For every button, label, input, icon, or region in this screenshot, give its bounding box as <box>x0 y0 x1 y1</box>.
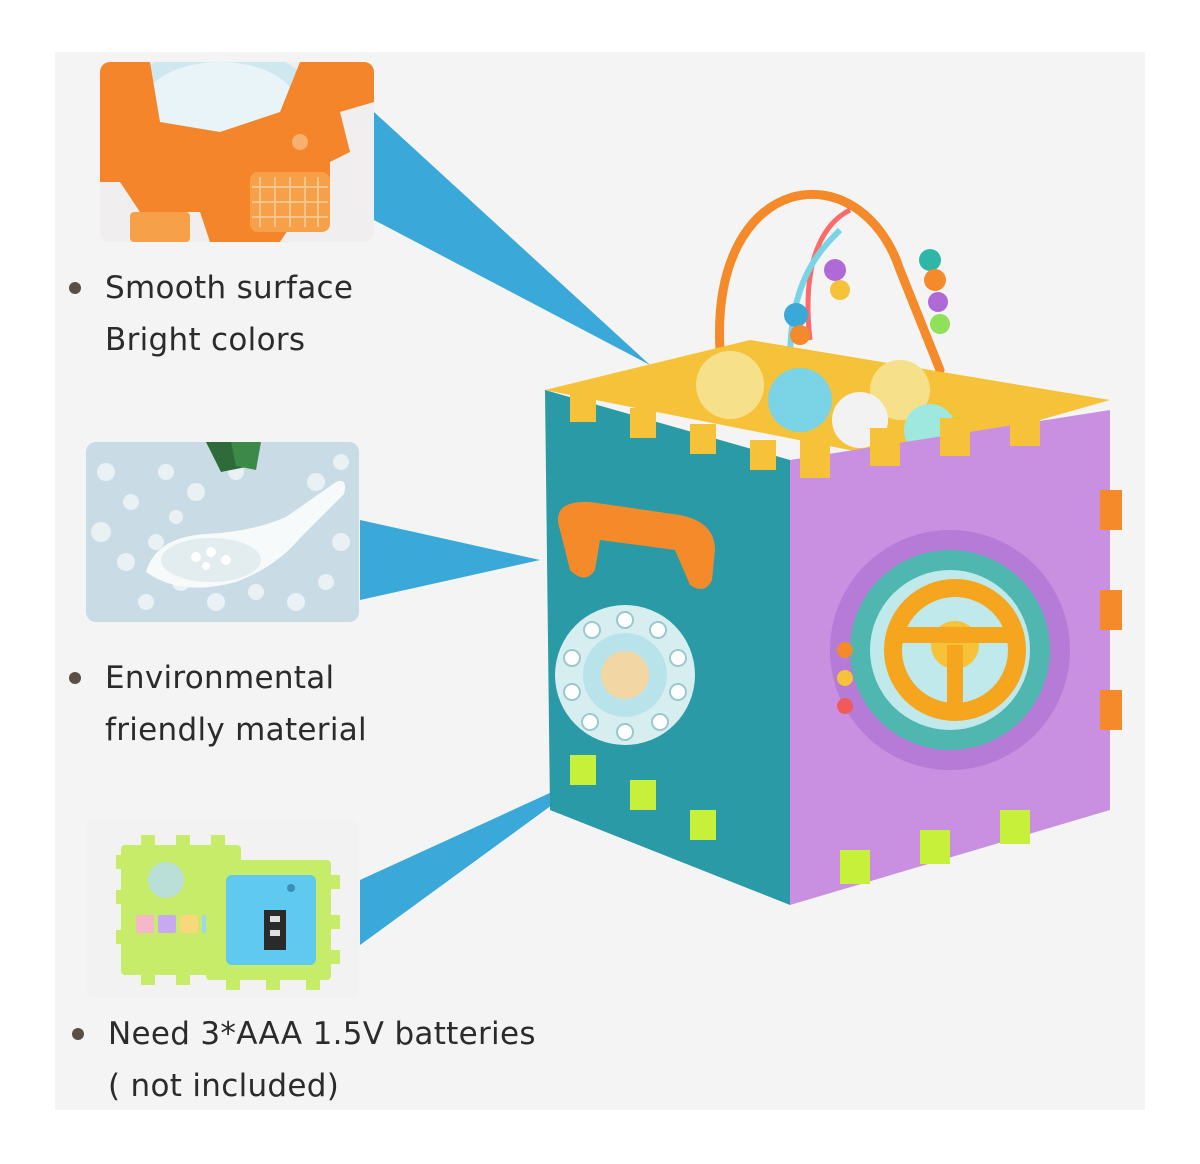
thumbnail-smooth-surface <box>100 62 374 242</box>
feature-smooth-surface: Smooth surface Bright colors <box>69 262 354 366</box>
ray-top <box>374 112 650 365</box>
ray-middle <box>360 520 540 600</box>
feature-material: Environmental friendly material <box>69 652 367 756</box>
thumbnail-material <box>86 442 359 622</box>
ray-bottom <box>360 770 600 945</box>
feature-line: Environmental <box>105 660 335 696</box>
activity-cube-image <box>545 189 1122 905</box>
bullet-icon <box>72 1028 84 1040</box>
feature-line: Bright colors <box>105 322 306 358</box>
bullet-icon <box>69 672 81 684</box>
feature-line: Smooth surface <box>105 270 354 306</box>
feature-batteries: Need 3*AAA 1.5V batteries ( not included… <box>72 1008 536 1112</box>
feature-line: Need 3*AAA 1.5V batteries <box>108 1016 536 1052</box>
feature-line: friendly material <box>105 712 367 748</box>
feature-line: ( not included) <box>108 1068 340 1104</box>
thumbnail-batteries <box>86 820 359 998</box>
bullet-icon <box>69 282 81 294</box>
